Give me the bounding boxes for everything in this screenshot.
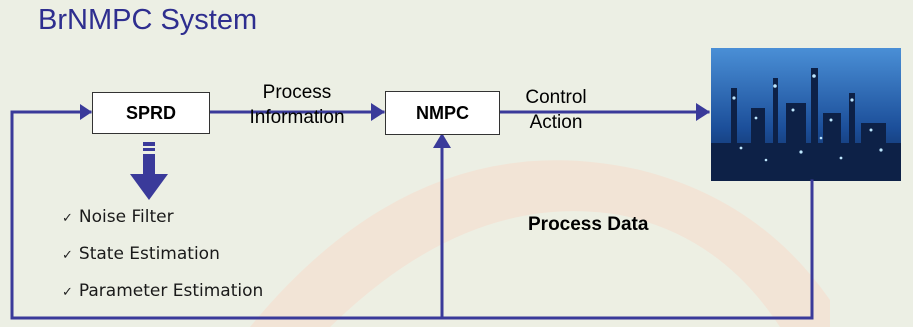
process-information-line1: Process [262, 82, 332, 103]
control-action-line1: Control [525, 87, 587, 108]
arrowhead-up-into-nmpc [433, 133, 451, 148]
control-action-label: Control Action [506, 85, 606, 135]
sprd-output-block-arrow [130, 142, 168, 200]
list-item-label: State Estimation [78, 244, 220, 264]
list-item: ✓ Noise Filter [62, 202, 263, 239]
sprd-functions-list: ✓ Noise Filter ✓ State Estimation ✓ Paramet… [62, 202, 263, 313]
check-icon: ✓ [62, 248, 73, 263]
process-data-label: Process Data [528, 214, 649, 235]
check-icon: ✓ [62, 285, 73, 300]
check-icon: ✓ [62, 211, 73, 226]
process-information-line2: Information [249, 107, 345, 128]
nmpc-box: NMPC [385, 91, 500, 135]
list-item: ✓ State Estimation [62, 239, 263, 276]
process-information-label: Process Information [212, 80, 382, 130]
page-title: BrNMPC System [38, 4, 258, 36]
arrowhead-into-sprd [80, 104, 92, 120]
sprd-box: SPRD [92, 92, 210, 134]
arrowhead-into-nmpc [371, 103, 385, 121]
plant-photo [711, 48, 901, 181]
list-item-label: Parameter Estimation [78, 281, 264, 301]
control-action-line2: Action [529, 112, 583, 133]
arrowhead-into-plant [696, 103, 710, 121]
feedback-loop-line [10, 110, 814, 320]
list-item-label: Noise Filter [78, 207, 174, 227]
list-item: ✓ Parameter Estimation [62, 276, 263, 313]
